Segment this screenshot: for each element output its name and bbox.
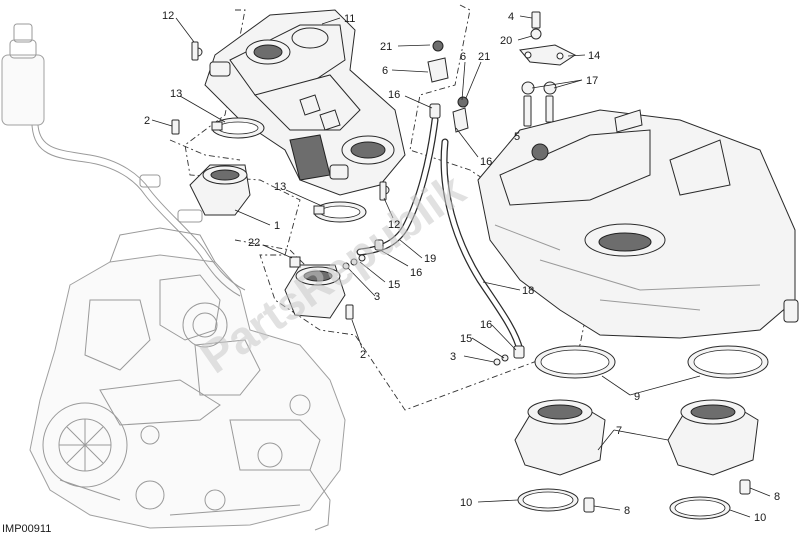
screws: [171, 41, 387, 320]
reservoir-ghost: [1, 23, 246, 297]
callout-21: 21: [478, 51, 490, 63]
small-fittings: [342, 40, 525, 366]
callout-16: 16: [480, 319, 492, 331]
callout-13: 13: [274, 181, 286, 193]
callout-16: 16: [388, 89, 400, 101]
callout-19: 19: [424, 253, 436, 265]
callout-6: 6: [460, 51, 466, 63]
airbox: [477, 109, 799, 339]
leader-lines: [151, 15, 771, 518]
callout-labels: 12 11 13 2 1 13 12 22 2 21 6 6 21 16 16 …: [144, 10, 780, 524]
callout-3: 3: [450, 351, 456, 363]
callout-7: 7: [616, 425, 622, 437]
callout-17: 17: [586, 75, 598, 87]
callout-8: 8: [624, 505, 630, 517]
callout-15: 15: [388, 279, 400, 291]
callout-9: 9: [634, 391, 640, 403]
callout-11: 11: [344, 13, 355, 25]
intake-manifolds: [189, 164, 346, 319]
callout-12: 12: [388, 219, 400, 231]
callout-2: 2: [360, 349, 366, 361]
gaskets-and-adapters: [514, 345, 769, 520]
callout-4: 4: [508, 11, 514, 23]
callout-12: 12: [162, 10, 174, 22]
reference-lines: [169, 4, 591, 411]
callout-13: 13: [170, 88, 182, 100]
callout-6: 6: [382, 65, 388, 77]
callout-18: 18: [522, 285, 534, 297]
callout-16: 16: [410, 267, 422, 279]
callout-10: 10: [754, 512, 766, 524]
callout-3: 3: [374, 291, 380, 303]
callout-2: 2: [144, 115, 150, 127]
engine-ghost-outline: [29, 227, 346, 531]
callout-1: 1: [274, 220, 280, 232]
callout-20: 20: [500, 35, 512, 47]
throttle-body-assembly: [193, 9, 406, 196]
callout-21: 21: [380, 41, 392, 53]
callout-10: 10: [460, 497, 472, 509]
callout-14: 14: [588, 50, 600, 62]
diagram-reference-code: IMP00911: [2, 523, 51, 535]
callout-5: 5: [514, 131, 520, 143]
hose-clamps: [211, 117, 367, 223]
bracket-hardware: [519, 11, 576, 127]
callout-15: 15: [460, 333, 472, 345]
callout-8: 8: [774, 491, 780, 503]
callout-16: 16: [480, 156, 492, 168]
callout-22: 22: [248, 237, 260, 249]
